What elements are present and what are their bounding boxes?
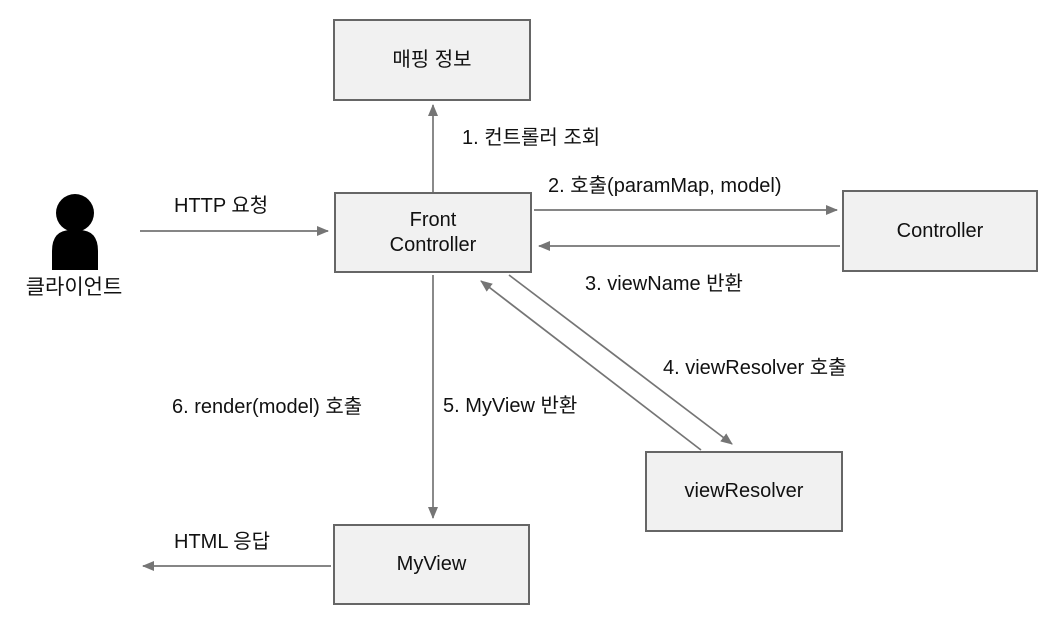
step2-label: 2. 호출(paramMap, model) xyxy=(548,175,782,197)
http-request-label: HTTP 요청 xyxy=(174,195,269,217)
step4-label: 4. viewResolver 호출 xyxy=(663,357,847,379)
node-front-controller: Front Controller xyxy=(334,192,532,273)
node-controller: Controller xyxy=(842,190,1038,272)
step5-label: 5. MyView 반환 xyxy=(443,395,578,417)
node-mapping-info: 매핑 정보 xyxy=(333,19,531,101)
client-label: 클라이언트 xyxy=(25,276,123,299)
step3-label: 3. viewName 반환 xyxy=(585,273,743,295)
step6-label: 6. render(model) 호출 xyxy=(172,396,363,418)
node-myview: MyView xyxy=(333,524,530,605)
node-viewresolver: viewResolver xyxy=(645,451,843,532)
client-person-icon xyxy=(52,194,98,270)
step1-label: 1. 컨트롤러 조회 xyxy=(462,127,601,149)
html-response-label: HTML 응답 xyxy=(174,531,271,553)
